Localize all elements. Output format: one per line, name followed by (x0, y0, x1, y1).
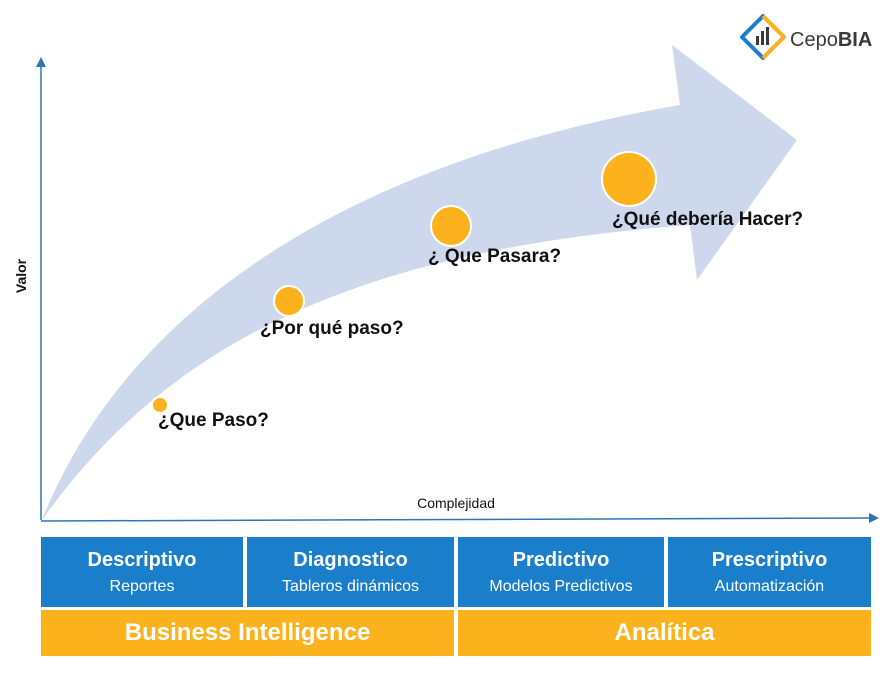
cepobia-logo: CepoBIA (740, 14, 872, 60)
type-subtitle-predictivo: Modelos Predictivos (489, 578, 633, 595)
y-axis-label: Valor (13, 258, 29, 293)
stage-bubble-predictive (430, 205, 472, 247)
type-box-descriptivo: Descriptivo Reportes (41, 537, 243, 607)
group-label-analitica: Analítica (614, 619, 715, 646)
stage-label-predictive: ¿ Que Pasara? (428, 246, 561, 267)
type-box-prescriptivo: Prescriptivo Automatización (668, 537, 871, 607)
group-box-business-intelligence: Business Intelligence (41, 610, 454, 656)
x-axis-label: Complejidad (417, 495, 495, 511)
x-axis (40, 513, 879, 524)
type-title-prescriptivo: Prescriptivo (711, 549, 828, 571)
stage-label-prescriptive: ¿Qué debería Hacer? (612, 209, 803, 230)
type-subtitle-diagnostico: Tableros dinámicos (282, 578, 419, 595)
type-box-diagnostico: Diagnostico Tableros dinámicos (247, 537, 454, 607)
type-box-predictivo: Predictivo Modelos Predictivos (458, 537, 664, 607)
type-subtitle-prescriptivo: Automatización (714, 578, 825, 595)
type-subtitle-descriptivo: Reportes (109, 578, 175, 595)
type-title-predictivo: Predictivo (512, 549, 610, 571)
progress-arrow (42, 45, 797, 520)
logo-name: CepoBIA (790, 29, 872, 51)
bar-chart-diamond-icon (740, 14, 786, 60)
stage-bubble-descriptive (151, 396, 169, 414)
stage-bubble-diagnostic (273, 285, 305, 317)
group-label-business-intelligence: Business Intelligence (124, 619, 371, 646)
type-title-descriptivo: Descriptivo (87, 549, 197, 571)
stage-label-diagnostic: ¿Por qué paso? (260, 318, 404, 339)
stage-bubble-prescriptive (601, 151, 657, 207)
type-title-diagnostico: Diagnostico (293, 549, 408, 571)
stage-label-descriptive: ¿Que Paso? (158, 410, 269, 431)
group-box-analitica: Analítica (458, 610, 871, 656)
